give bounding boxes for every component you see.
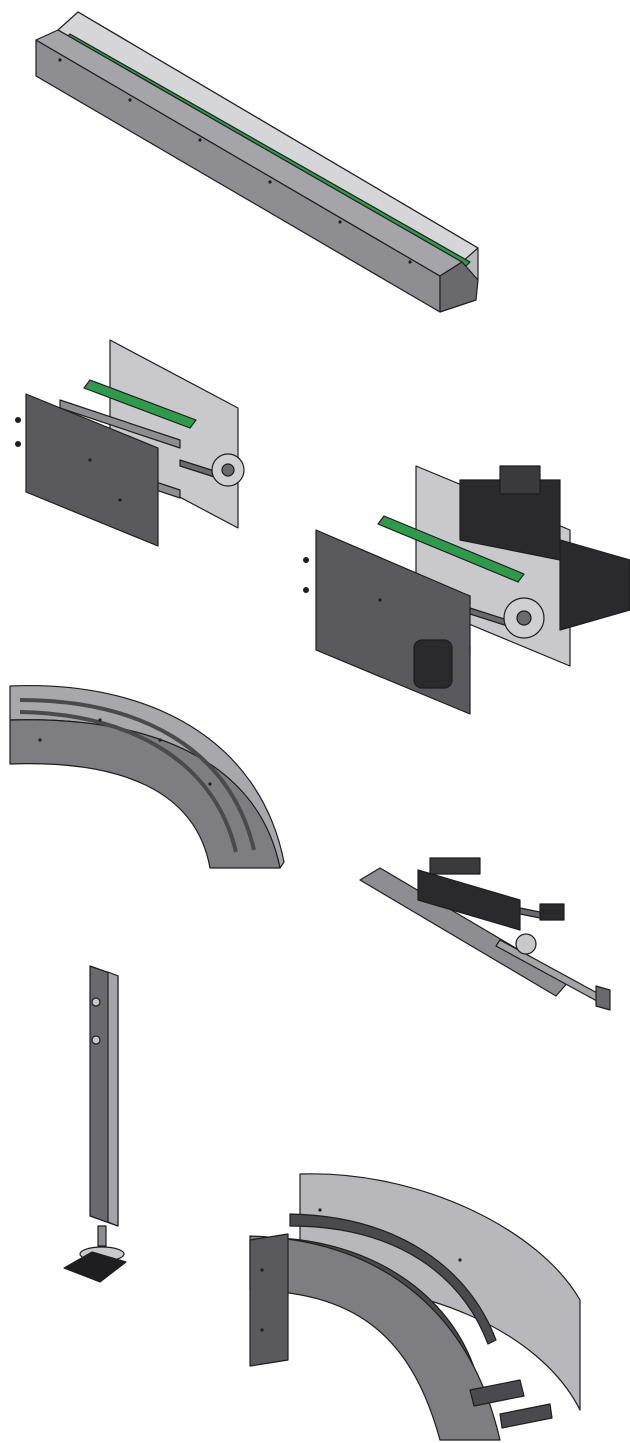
pneumatic-stopper-icon xyxy=(359,857,611,1011)
large-curved-section-icon xyxy=(249,1173,581,1441)
adjustable-support-leg-icon xyxy=(63,965,127,1283)
straight-conveyor-section-icon xyxy=(35,11,479,313)
catalog-page xyxy=(9,11,630,1441)
drive-end-unit-with-motor-icon xyxy=(303,465,630,715)
idler-end-unit-icon xyxy=(15,339,245,547)
curved-conveyor-section-icon xyxy=(9,684,285,869)
